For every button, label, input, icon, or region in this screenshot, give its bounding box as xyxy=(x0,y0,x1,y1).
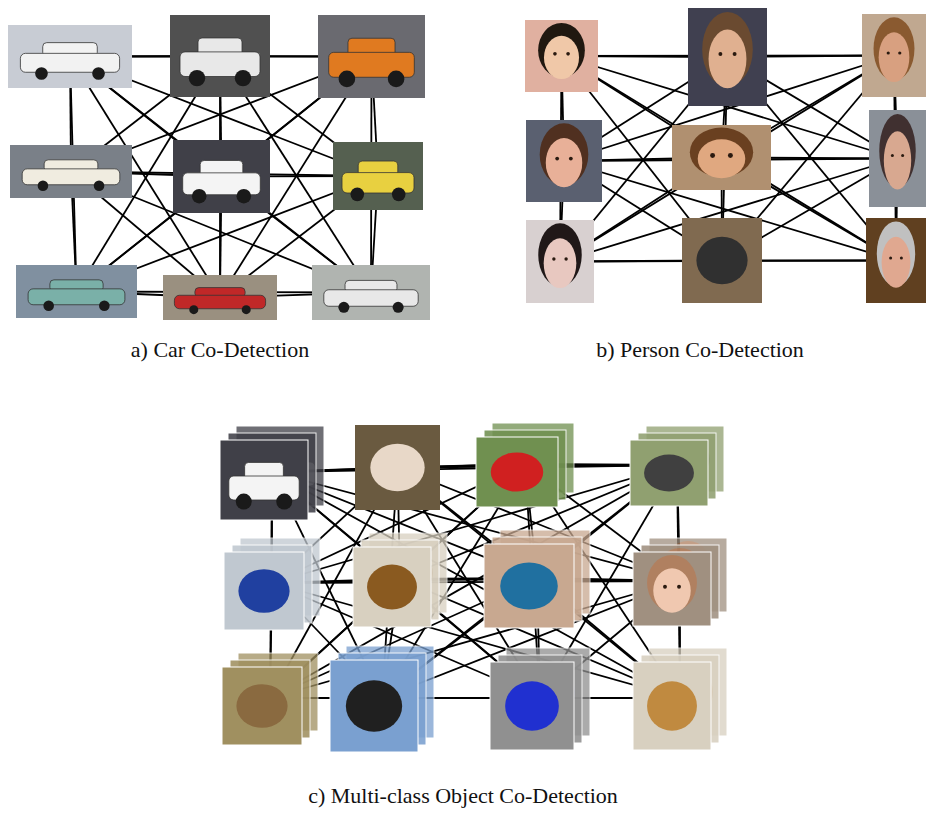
photo xyxy=(8,25,132,88)
photo xyxy=(866,218,926,303)
photo-tile xyxy=(862,14,926,97)
photo-tile xyxy=(170,15,270,97)
photo xyxy=(10,145,132,198)
photo-tile xyxy=(633,648,727,750)
photo xyxy=(484,544,574,628)
image-tiles xyxy=(8,8,926,752)
photo-tile xyxy=(220,426,324,520)
photo-tile xyxy=(525,20,598,92)
photo-tile xyxy=(355,425,440,510)
graph-line xyxy=(272,465,677,472)
photo xyxy=(16,265,137,318)
photo-tile xyxy=(490,648,590,750)
panel-caption: b) Person Co-Detection xyxy=(596,337,804,363)
photo xyxy=(220,440,308,520)
photo xyxy=(170,15,270,97)
photo-tile xyxy=(682,218,762,303)
photo-tile xyxy=(224,538,320,630)
photo xyxy=(163,275,277,320)
photo-tile xyxy=(173,140,270,213)
photo xyxy=(633,552,711,626)
panel-caption: a) Car Co-Detection xyxy=(131,337,309,363)
photo-tile xyxy=(330,646,434,752)
photo-tile xyxy=(688,8,767,106)
photo-tile xyxy=(10,145,132,198)
photo xyxy=(476,437,558,507)
photo-tile xyxy=(630,426,724,506)
photo xyxy=(672,125,771,190)
photo xyxy=(633,662,711,750)
photo xyxy=(630,440,708,506)
photo-tile xyxy=(333,142,423,210)
photo-tile xyxy=(866,218,926,303)
panel-caption: c) Multi-class Object Co-Detection xyxy=(308,783,618,809)
photo xyxy=(224,552,304,630)
photo-tile xyxy=(222,653,318,745)
photo xyxy=(869,110,926,207)
graph-line xyxy=(272,465,677,583)
photo xyxy=(353,547,431,627)
photo-tile xyxy=(8,25,132,88)
photo xyxy=(526,220,594,303)
photo-tile xyxy=(353,533,447,627)
photo xyxy=(682,218,762,303)
photo xyxy=(355,425,440,510)
photo xyxy=(312,265,430,320)
photo xyxy=(862,14,926,97)
photo-tile xyxy=(318,15,425,98)
photo xyxy=(318,15,425,98)
photo xyxy=(526,120,602,202)
photo xyxy=(490,662,574,750)
photo-tile xyxy=(484,530,590,628)
photo-tile xyxy=(476,423,574,507)
photo xyxy=(222,667,302,745)
photo xyxy=(173,140,270,213)
photo-tile xyxy=(16,265,137,318)
photo-tile xyxy=(672,125,771,190)
photo xyxy=(525,20,598,92)
photo-tile xyxy=(163,275,277,320)
graph-lines xyxy=(70,56,898,699)
photo xyxy=(333,142,423,210)
photo-tile xyxy=(869,110,926,207)
photo-tile xyxy=(312,265,430,320)
photo-tile xyxy=(633,538,727,626)
photo xyxy=(330,660,418,752)
photo xyxy=(688,8,767,106)
photo-tile xyxy=(526,120,602,202)
photo-tile xyxy=(526,220,594,303)
